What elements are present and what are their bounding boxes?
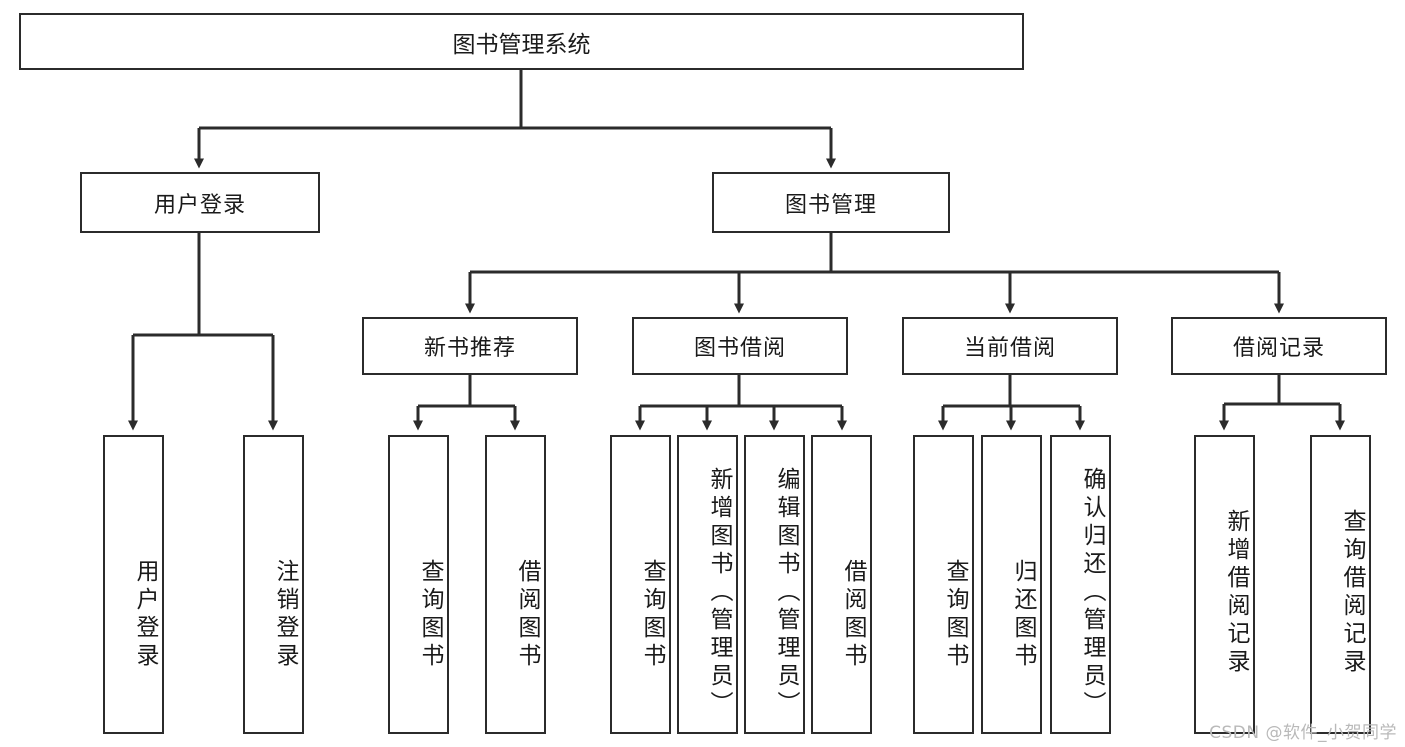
leaf-label: 查询借阅记录 [1339,508,1365,677]
node-label: 新书推荐 [423,336,516,361]
node-label: 用户登录 [153,192,246,218]
leaf-label: 归还图书 [1010,558,1036,671]
node-book-management[interactable]: 图书管理 [712,172,950,233]
leaf-label: 查询图书 [639,558,665,671]
leaf-borrow-book[interactable]: 借阅图书 [811,435,872,734]
leaf-query-borrow-record[interactable]: 查询借阅记录 [1310,435,1371,734]
node-new-book-recommend[interactable]: 新书推荐 [362,317,578,375]
leaf-add-borrow-record[interactable]: 新增借阅记录 [1194,435,1255,734]
node-root[interactable]: 图书管理系统 [19,13,1024,70]
leaf-label: 新增借阅记录 [1223,508,1249,677]
leaf-label: 确认归还（管理员） [1079,466,1105,719]
leaf-label: 借阅图书 [840,558,866,671]
leaf-edit-book-admin[interactable]: 编辑图书（管理员） [744,435,805,734]
node-label: 图书借阅 [693,336,786,361]
leaf-confirm-return-admin[interactable]: 确认归还（管理员） [1050,435,1111,734]
node-book-borrow[interactable]: 图书借阅 [632,317,848,375]
leaf-label: 借阅图书 [514,558,540,671]
node-user-login[interactable]: 用户登录 [80,172,320,233]
leaf-add-book-admin[interactable]: 新增图书（管理员） [677,435,738,734]
leaf-label: 查询图书 [417,558,443,671]
leaf-label: 新增图书（管理员） [706,466,732,719]
node-label: 图书管理 [784,192,877,218]
leaf-user-login[interactable]: 用户登录 [103,435,164,734]
node-label: 图书管理系统 [452,31,591,58]
leaf-query-book-newbook[interactable]: 查询图书 [388,435,449,734]
leaf-label: 注销登录 [272,558,298,671]
node-label: 当前借阅 [963,336,1056,361]
leaf-label: 查询图书 [942,558,968,671]
leaf-query-book-borrow[interactable]: 查询图书 [610,435,671,734]
leaf-query-book-current[interactable]: 查询图书 [913,435,974,734]
leaf-label: 编辑图书（管理员） [773,466,799,719]
leaf-return-book[interactable]: 归还图书 [981,435,1042,734]
leaf-borrow-book-newbook[interactable]: 借阅图书 [485,435,546,734]
leaf-logout[interactable]: 注销登录 [243,435,304,734]
node-label: 借阅记录 [1232,336,1325,361]
leaf-label: 用户登录 [132,558,158,671]
node-borrow-record[interactable]: 借阅记录 [1171,317,1387,375]
node-current-borrow[interactable]: 当前借阅 [902,317,1118,375]
